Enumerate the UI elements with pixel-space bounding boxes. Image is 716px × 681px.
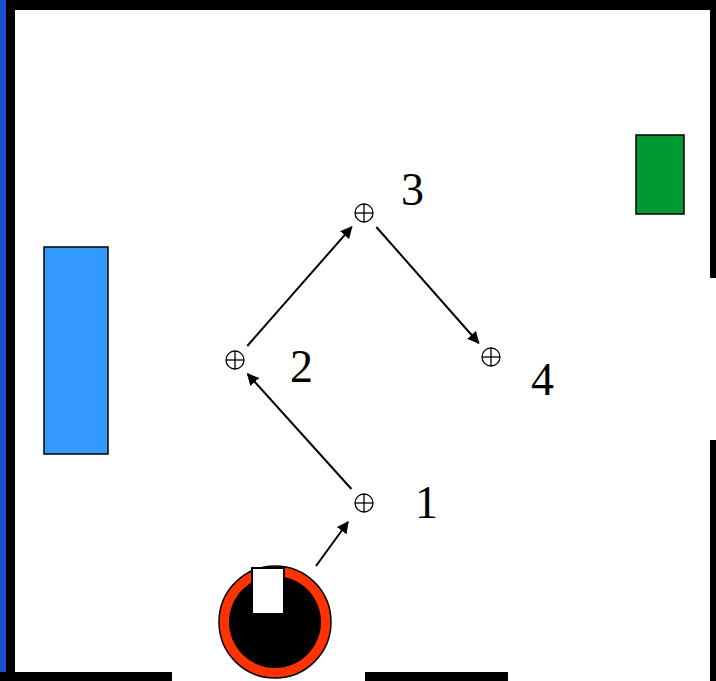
path-arrow bbox=[376, 227, 478, 343]
waypoint-circle bbox=[226, 351, 244, 369]
waypoint-cross bbox=[234, 351, 235, 369]
robot-body bbox=[219, 566, 331, 678]
waypoint: 4 bbox=[480, 346, 502, 368]
blue-obstacle bbox=[44, 247, 108, 454]
bottom-wall-middle bbox=[365, 672, 508, 681]
left-wall bbox=[0, 0, 15, 681]
path-arrow bbox=[248, 374, 352, 489]
robot-sensor bbox=[252, 568, 284, 614]
waypoint-symbol bbox=[353, 202, 375, 224]
waypoint: 1 bbox=[353, 492, 375, 514]
waypoint-cross bbox=[363, 204, 364, 222]
waypoint-circle bbox=[355, 204, 373, 222]
waypoint-cross bbox=[363, 494, 364, 512]
right-wall-upper bbox=[710, 0, 716, 278]
path-arrow bbox=[247, 227, 351, 346]
waypoint-circle bbox=[355, 494, 373, 512]
top-wall bbox=[0, 0, 716, 10]
waypoint-symbol bbox=[480, 346, 502, 368]
waypoint-number: 1 bbox=[415, 480, 438, 526]
waypoint-cross bbox=[490, 348, 491, 366]
waypoint-number: 2 bbox=[290, 344, 313, 390]
robot-start-arrow bbox=[316, 522, 348, 566]
waypoint-number: 3 bbox=[401, 167, 424, 213]
waypoint: 2 bbox=[224, 349, 246, 371]
waypoint: 3 bbox=[353, 202, 375, 224]
bottom-wall-left bbox=[0, 672, 172, 681]
waypoint-number: 4 bbox=[531, 357, 554, 403]
left-edge-strip bbox=[0, 0, 6, 681]
waypoint-symbol bbox=[224, 349, 246, 371]
waypoint-symbol bbox=[353, 492, 375, 514]
waypoint-circle bbox=[482, 348, 500, 366]
right-wall-lower bbox=[710, 440, 716, 681]
green-obstacle bbox=[636, 135, 684, 214]
